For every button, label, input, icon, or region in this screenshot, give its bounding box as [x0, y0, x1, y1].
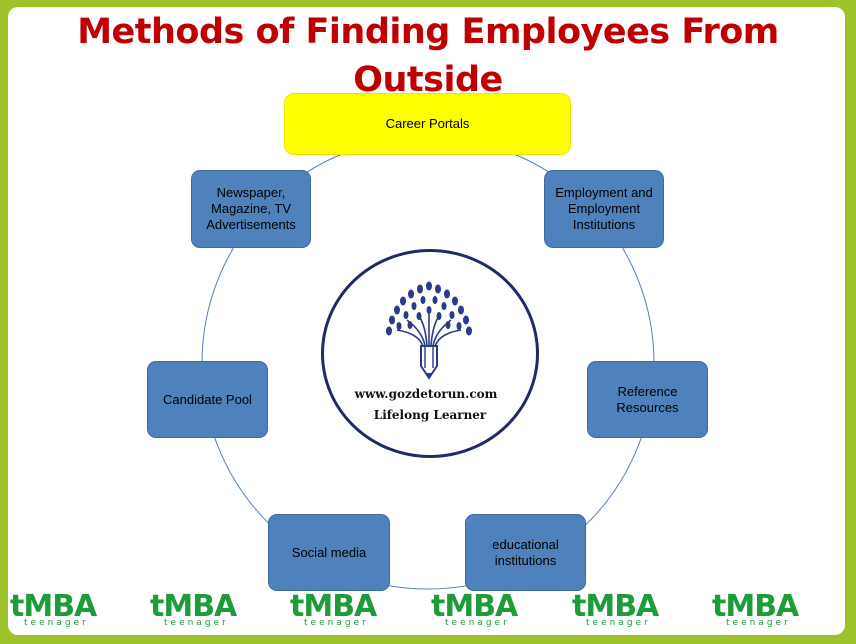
logo-mark: tMBA [290, 589, 377, 624]
logo-mark: tMBA [572, 589, 659, 624]
tmba-logo: tMBA teenager [290, 590, 410, 634]
logo-mark: tMBA [712, 589, 799, 624]
center-url: www.gozdetorun.com [354, 387, 498, 401]
node-social-media: Social media [268, 514, 390, 591]
tmba-logo: tMBA teenager [10, 590, 130, 634]
node-candidate-pool: Candidate Pool [147, 361, 268, 438]
title-line-1: Methods of Finding Employees From Outsid… [77, 12, 779, 100]
node-advertisements: Newspaper, Magazine, TV Advertisements [191, 170, 311, 248]
logo-sub: teenager [304, 618, 369, 628]
logo-sub: teenager [445, 618, 510, 628]
node-reference-resources: Reference Resources [587, 361, 708, 438]
tree-pencil-icon [386, 281, 472, 380]
node-educational-institutions: educational institutions [465, 514, 586, 591]
logo-sub: teenager [586, 618, 651, 628]
logo-mark: tMBA [431, 589, 518, 624]
tmba-logo: tMBA teenager [431, 590, 551, 634]
logo-sub: teenager [164, 618, 229, 628]
node-career-portals: Career Portals [284, 93, 571, 155]
footer-logo-strip: tMBA teenager tMBA teenager tMBA teenage… [0, 590, 856, 644]
center-tagline: Lifelong Learner [373, 408, 487, 422]
logo-mark: tMBA [150, 589, 237, 624]
tmba-logo: tMBA teenager [150, 590, 270, 634]
tmba-logo: tMBA teenager [572, 590, 692, 634]
logo-mark: tMBA [10, 589, 97, 624]
tmba-logo: tMBA teenager [712, 590, 832, 634]
logo-sub: teenager [24, 618, 89, 628]
logo-sub: teenager [726, 618, 791, 628]
node-employment-institutions: Employment and Employment Institutions [544, 170, 664, 248]
